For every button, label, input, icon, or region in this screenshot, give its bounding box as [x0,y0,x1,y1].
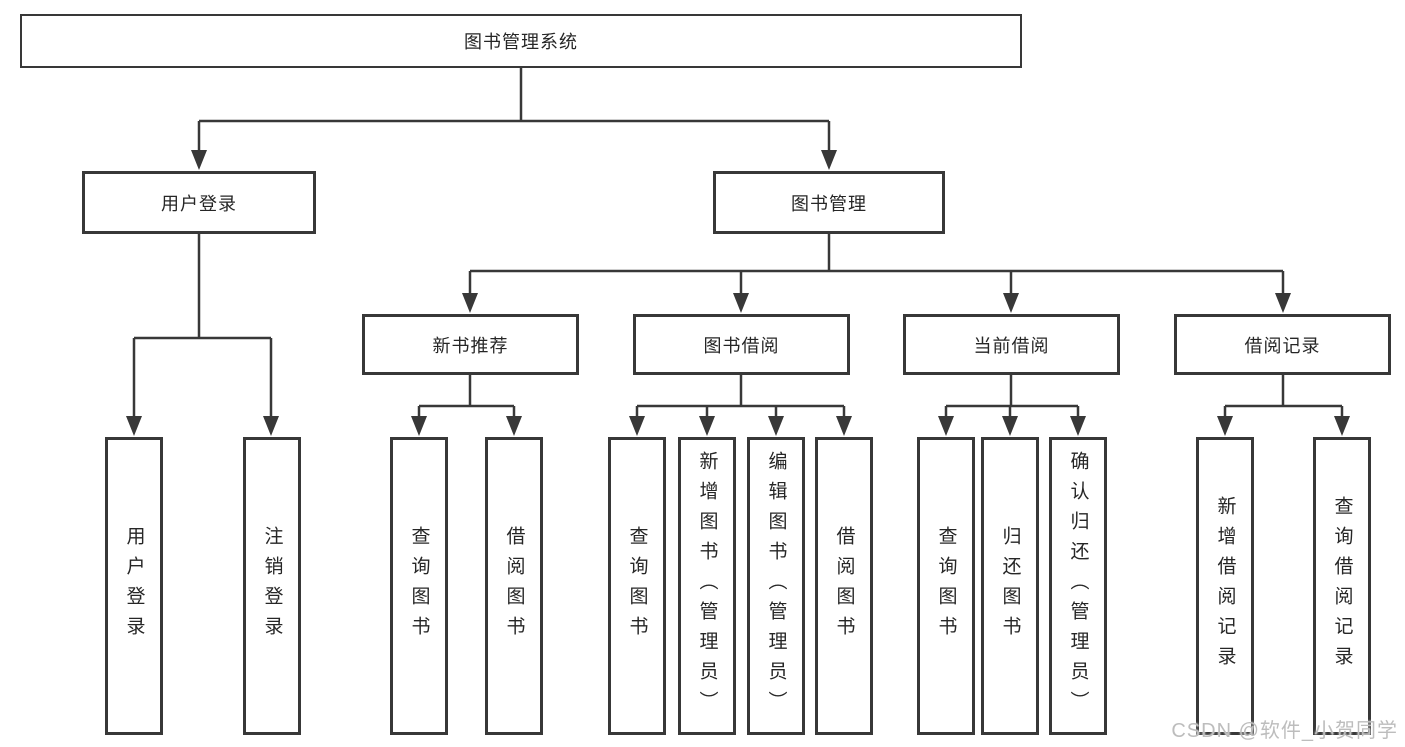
node-borrow-records: 借阅记录 [1174,314,1391,375]
leaf-records-query-record-label: 查询借阅记录 [1331,496,1353,676]
leaf-borrow-borrow-books-label: 借阅图书 [833,526,855,646]
node-new-book-recommend-label: 新书推荐 [432,335,509,356]
node-book-management: 图书管理 [713,171,945,234]
node-user-login: 用户登录 [82,171,316,234]
leaf-logout: 注销登录 [243,437,301,735]
watermark: CSDN @软件_小贺同学 [1171,720,1398,742]
leaf-borrow-borrow-books: 借阅图书 [815,437,873,735]
arrowheads [126,150,1350,436]
leaf-newbook-borrow-books-label: 借阅图书 [503,526,525,646]
leaf-borrow-add-book-admin-label: 新增图书（管理员） [696,451,718,721]
node-root-label: 图书管理系统 [464,32,578,52]
leaf-newbook-query-books: 查询图书 [390,437,448,735]
node-new-book-recommend: 新书推荐 [362,314,579,375]
leaf-borrow-query-books-label: 查询图书 [626,526,648,646]
node-book-management-label: 图书管理 [791,193,867,214]
node-user-login-label: 用户登录 [161,193,237,214]
node-book-borrow: 图书借阅 [633,314,850,375]
leaf-borrow-edit-book-admin: 编辑图书（管理员） [747,437,805,735]
node-current-borrow-label: 当前借阅 [973,335,1050,356]
node-current-borrow: 当前借阅 [903,314,1120,375]
leaf-newbook-query-books-label: 查询图书 [408,526,430,646]
leaf-borrow-add-book-admin: 新增图书（管理员） [678,437,736,735]
leaf-current-query-books-label: 查询图书 [935,526,957,646]
leaf-records-add-record: 新增借阅记录 [1196,437,1254,735]
leaf-records-query-record: 查询借阅记录 [1313,437,1371,735]
leaf-newbook-borrow-books: 借阅图书 [485,437,543,735]
leaf-user-login: 用户登录 [105,437,163,735]
leaf-current-query-books: 查询图书 [917,437,975,735]
node-borrow-records-label: 借阅记录 [1244,335,1321,356]
leaf-current-confirm-return-admin-label: 确认归还（管理员） [1067,451,1089,721]
leaf-borrow-query-books: 查询图书 [608,437,666,735]
node-book-borrow-label: 图书借阅 [703,335,780,356]
leaf-current-confirm-return-admin: 确认归还（管理员） [1049,437,1107,735]
leaf-records-add-record-label: 新增借阅记录 [1214,496,1236,676]
node-root: 图书管理系统 [20,14,1022,68]
leaf-borrow-edit-book-admin-label: 编辑图书（管理员） [765,451,787,721]
leaf-user-login-label: 用户登录 [123,526,145,646]
leaf-logout-label: 注销登录 [261,526,283,646]
leaf-current-return-books: 归还图书 [981,437,1039,735]
leaf-current-return-books-label: 归还图书 [999,526,1021,646]
